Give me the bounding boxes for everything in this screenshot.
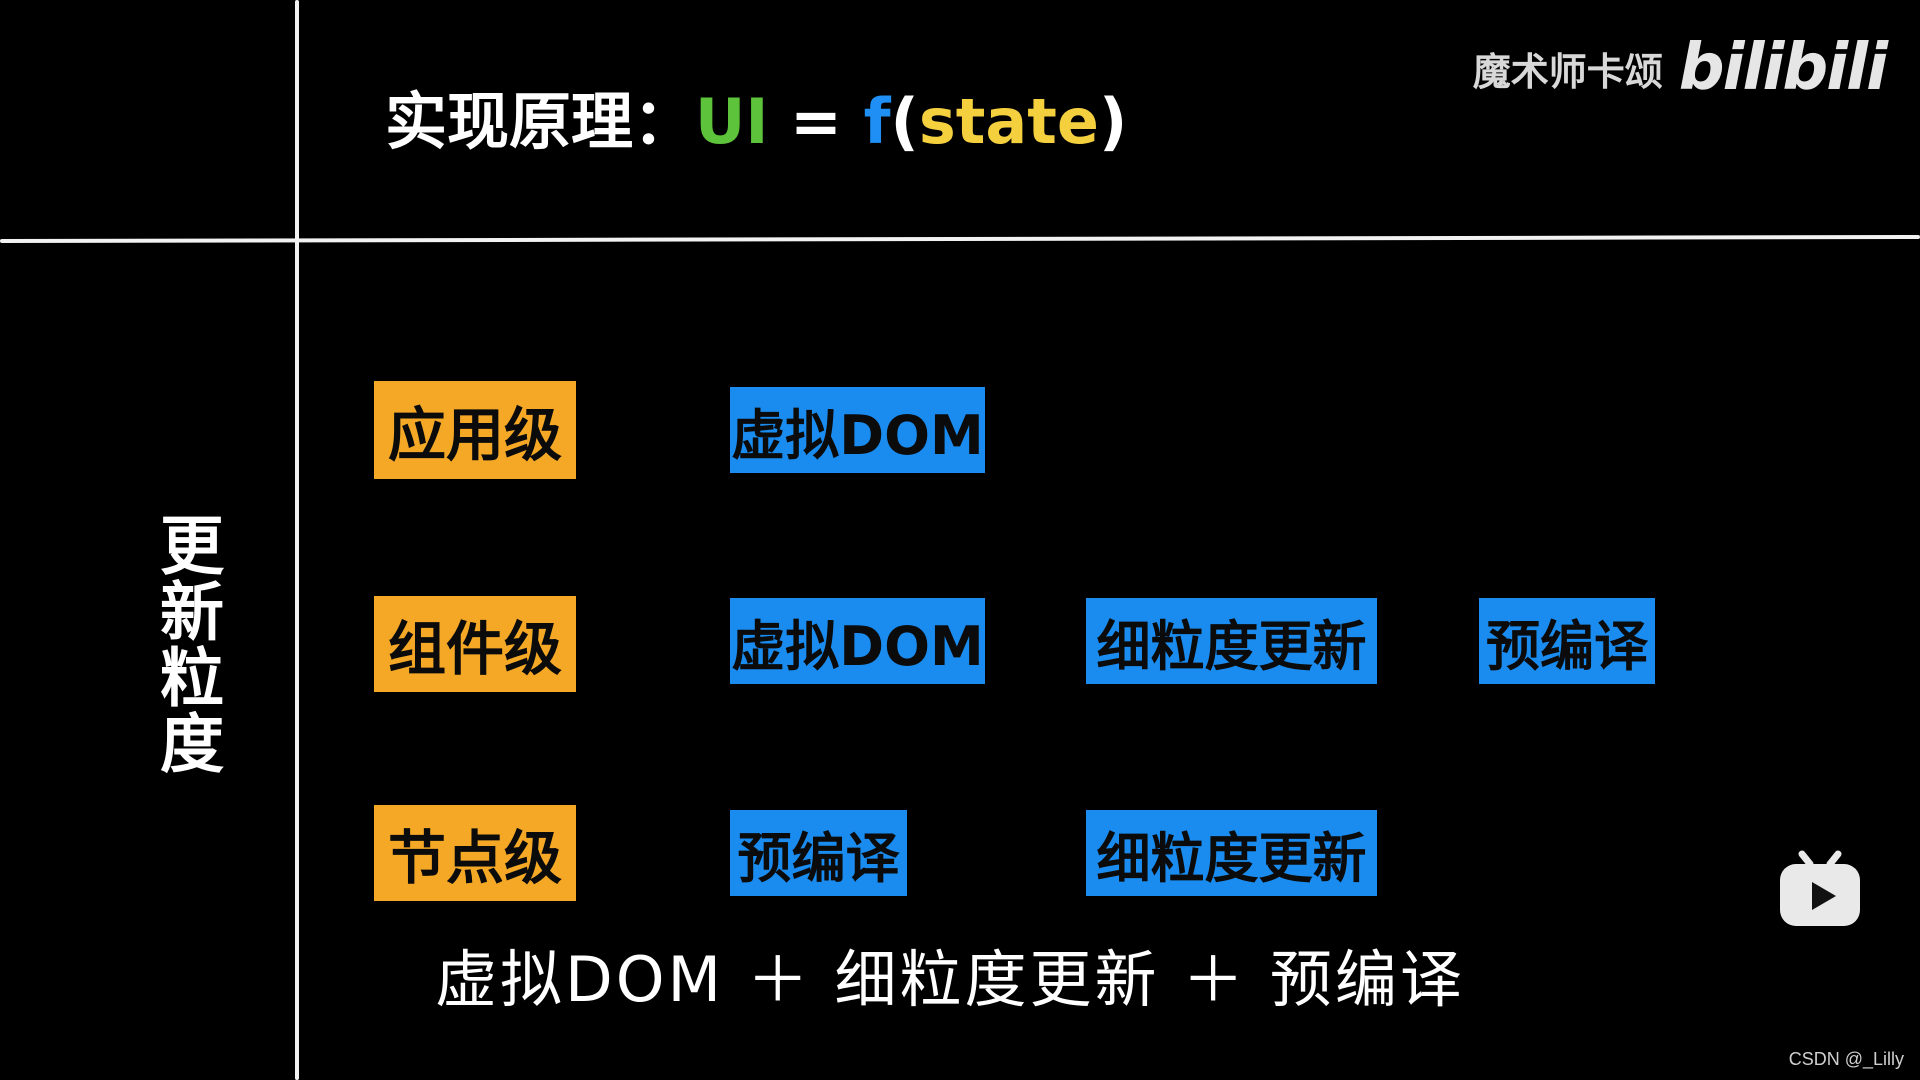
tech-tag-vdom: 虚拟DOM <box>730 598 985 684</box>
level-tag-component: 组件级 <box>374 596 576 692</box>
tech-tag-precompile: 预编译 <box>730 810 907 896</box>
level-tag-app: 应用级 <box>374 381 576 479</box>
csdn-watermark: CSDN @_Lilly <box>1788 1049 1904 1069</box>
page-title: 实现原理：UI = f(state) <box>385 80 1127 164</box>
tech-tag-precompile: 预编译 <box>1479 598 1655 684</box>
y-axis-label: 更新粒度 <box>149 512 223 776</box>
title-prefix: 实现原理： <box>385 85 696 158</box>
title-paren-open: ( <box>890 85 919 158</box>
brand-watermark: 魔术师卡颂 bilibili <box>1472 31 1888 105</box>
tech-tag-fine-grained: 细粒度更新 <box>1086 810 1377 896</box>
title-equals: = <box>768 85 864 158</box>
title-f: f <box>863 85 891 158</box>
tech-tag-vdom: 虚拟DOM <box>730 387 985 473</box>
summary-formula: 虚拟DOM ＋ 细粒度更新 ＋ 预编译 <box>435 943 1465 1016</box>
tech-tag-fine-grained: 细粒度更新 <box>1086 598 1377 684</box>
horizontal-divider <box>0 234 1920 244</box>
title-ui: UI <box>695 85 769 158</box>
author-name: 魔术师卡颂 <box>1472 49 1663 94</box>
vertical-divider <box>295 0 299 1080</box>
bilibili-logo: bilibili <box>1678 31 1888 105</box>
level-tag-node: 节点级 <box>374 805 576 901</box>
title-state: state <box>918 85 1099 158</box>
title-paren-close: ) <box>1098 85 1128 158</box>
bilibili-tv-play-icon[interactable] <box>1778 850 1862 930</box>
